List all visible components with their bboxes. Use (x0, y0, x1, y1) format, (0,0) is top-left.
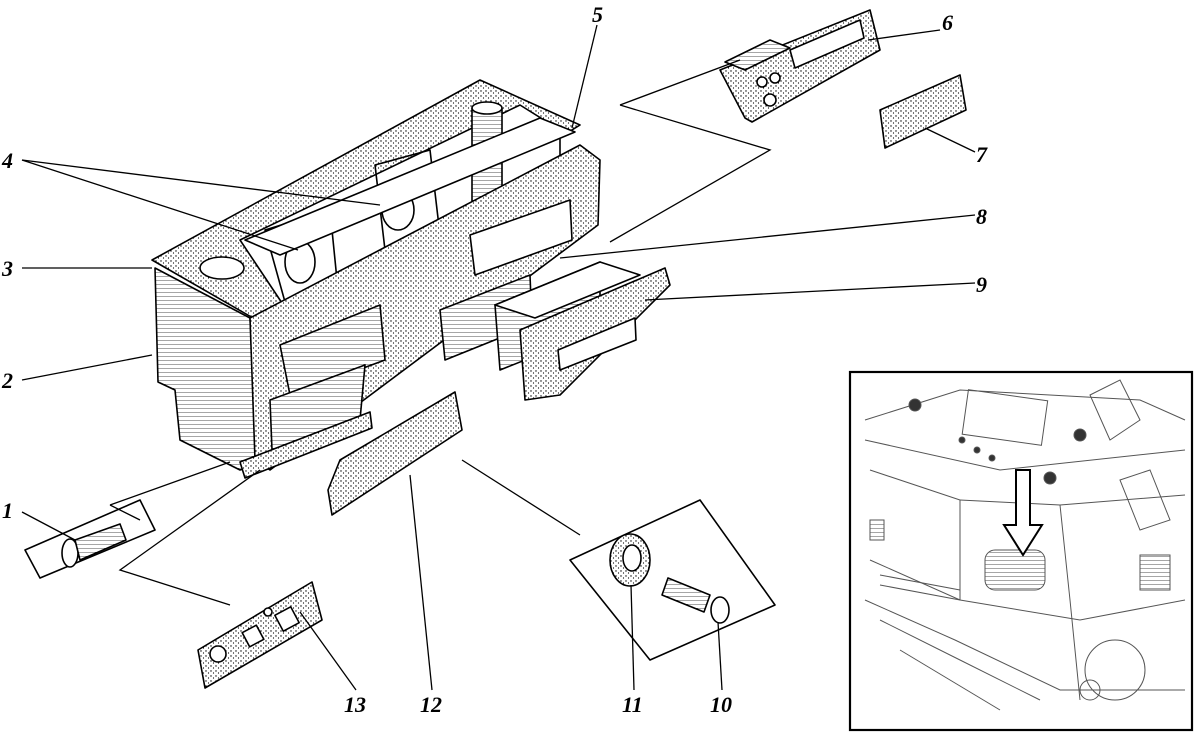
callout-11: 11 (622, 692, 643, 717)
callout-9: 9 (976, 272, 987, 297)
callout-3: 3 (1, 256, 13, 281)
callout-6: 6 (942, 10, 953, 35)
callout-10: 10 (710, 692, 732, 717)
callout-13: 13 (344, 692, 366, 717)
callout-5: 5 (592, 2, 603, 27)
callout-12: 12 (420, 692, 442, 717)
screw-1 (24, 499, 156, 579)
callout-4: 4 (1, 148, 13, 173)
callout-labels: 1 2 3 4 5 6 7 8 9 10 11 12 13 (1, 2, 988, 717)
screw-10-head (710, 596, 730, 624)
top-plate-hole (199, 256, 245, 280)
screw-10-thread (661, 577, 711, 613)
plate-6-hole-2 (769, 72, 781, 84)
callout-7: 7 (976, 142, 988, 167)
plate-6-slot (789, 19, 865, 69)
front-opening-right-top (469, 199, 573, 276)
knob-and-screw-inset (569, 499, 776, 661)
dashboard-body (151, 79, 601, 479)
callout-8: 8 (976, 204, 987, 229)
plate-6-bracket (724, 39, 791, 71)
plate-13-square-hole-2 (274, 606, 300, 632)
location-arrow (1002, 469, 1044, 557)
lid-12 (327, 391, 463, 516)
rail-top (244, 117, 576, 256)
drawer-handle-slot (557, 317, 637, 371)
front-opening-left-top (279, 304, 386, 396)
leader-lines (21, 24, 976, 691)
cover-plate-7 (879, 74, 967, 149)
drawer-top-opening (494, 261, 641, 319)
instrument-panel-plate (719, 9, 881, 123)
assembly-guide-lines (109, 59, 772, 606)
plate-13-square-hole-1 (241, 624, 265, 648)
plate-6-hole-3 (763, 93, 777, 107)
plate-6-hole-1 (756, 76, 768, 88)
plate-13-round-hole (209, 645, 227, 663)
bottom-lip (239, 411, 373, 479)
glovebox-drawer (494, 261, 671, 401)
callout-1: 1 (2, 498, 13, 523)
switch-plate-13 (197, 581, 323, 689)
screw-1-thread (74, 523, 127, 561)
plate-13-small-hole (263, 607, 273, 617)
vehicle-cab-sketch (864, 379, 1186, 711)
location-inset (848, 370, 1194, 732)
knob-11-bore (622, 544, 642, 572)
callout-2: 2 (1, 368, 13, 393)
pipe-top (471, 101, 503, 115)
